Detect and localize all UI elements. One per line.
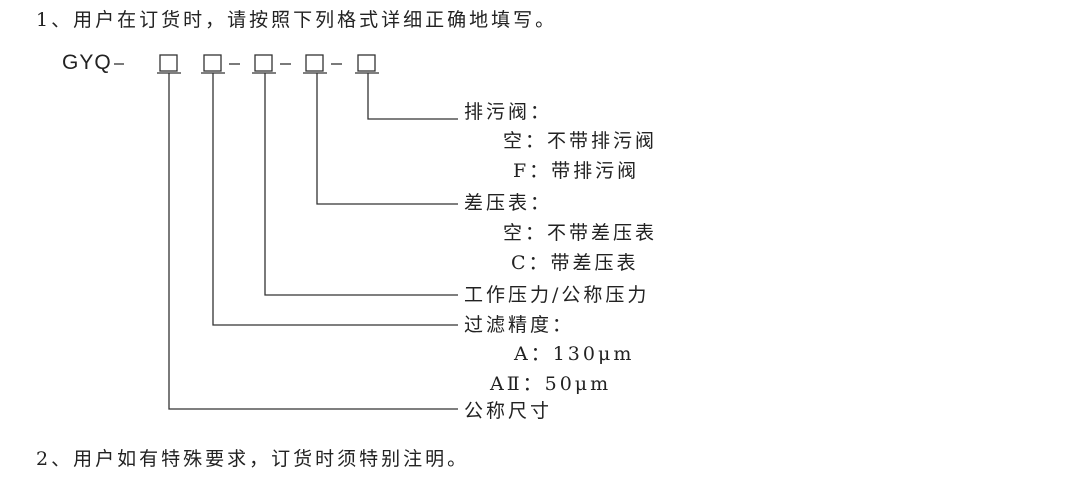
diff-gauge-option: C：带差压表 bbox=[511, 252, 639, 274]
diff-gauge-option: 空：不带差压表 bbox=[503, 222, 658, 244]
leader-diff-gauge bbox=[316, 73, 458, 205]
diff-gauge-label: 差压表： bbox=[464, 192, 553, 214]
filter-precision-label: 过滤精度： bbox=[464, 314, 575, 336]
nominal-size-label: 公称尺寸 bbox=[464, 400, 553, 422]
leader-pressure bbox=[264, 73, 458, 296]
pressure-label: 工作压力/公称压力 bbox=[464, 284, 650, 306]
code-box-nominal-size bbox=[159, 54, 178, 72]
drain-valve-option: F：带排污阀 bbox=[513, 160, 640, 182]
leader-filter-precision bbox=[212, 73, 458, 326]
filter-precision-option: AⅡ：50μm bbox=[490, 373, 612, 395]
filter-precision-option: A：130μm bbox=[514, 343, 635, 365]
drain-valve-label: 排污阀： bbox=[464, 101, 553, 123]
code-box-diff-gauge bbox=[305, 54, 324, 72]
code-box-pressure bbox=[254, 54, 273, 72]
drain-valve-option: 空：不带排污阀 bbox=[503, 130, 658, 152]
model-code-prefix: GYQ bbox=[62, 51, 112, 74]
instruction-line-1: 1、用户在订货时，请按照下列格式详细正确地填写。 bbox=[36, 9, 558, 31]
code-box-filter-precision bbox=[203, 54, 222, 72]
instruction-line-2: 2、用户如有特殊要求，订货时须特别注明。 bbox=[36, 448, 470, 470]
code-box-drain-valve bbox=[357, 54, 376, 72]
leader-nominal-size bbox=[168, 73, 458, 410]
leader-drain-valve bbox=[367, 73, 458, 120]
